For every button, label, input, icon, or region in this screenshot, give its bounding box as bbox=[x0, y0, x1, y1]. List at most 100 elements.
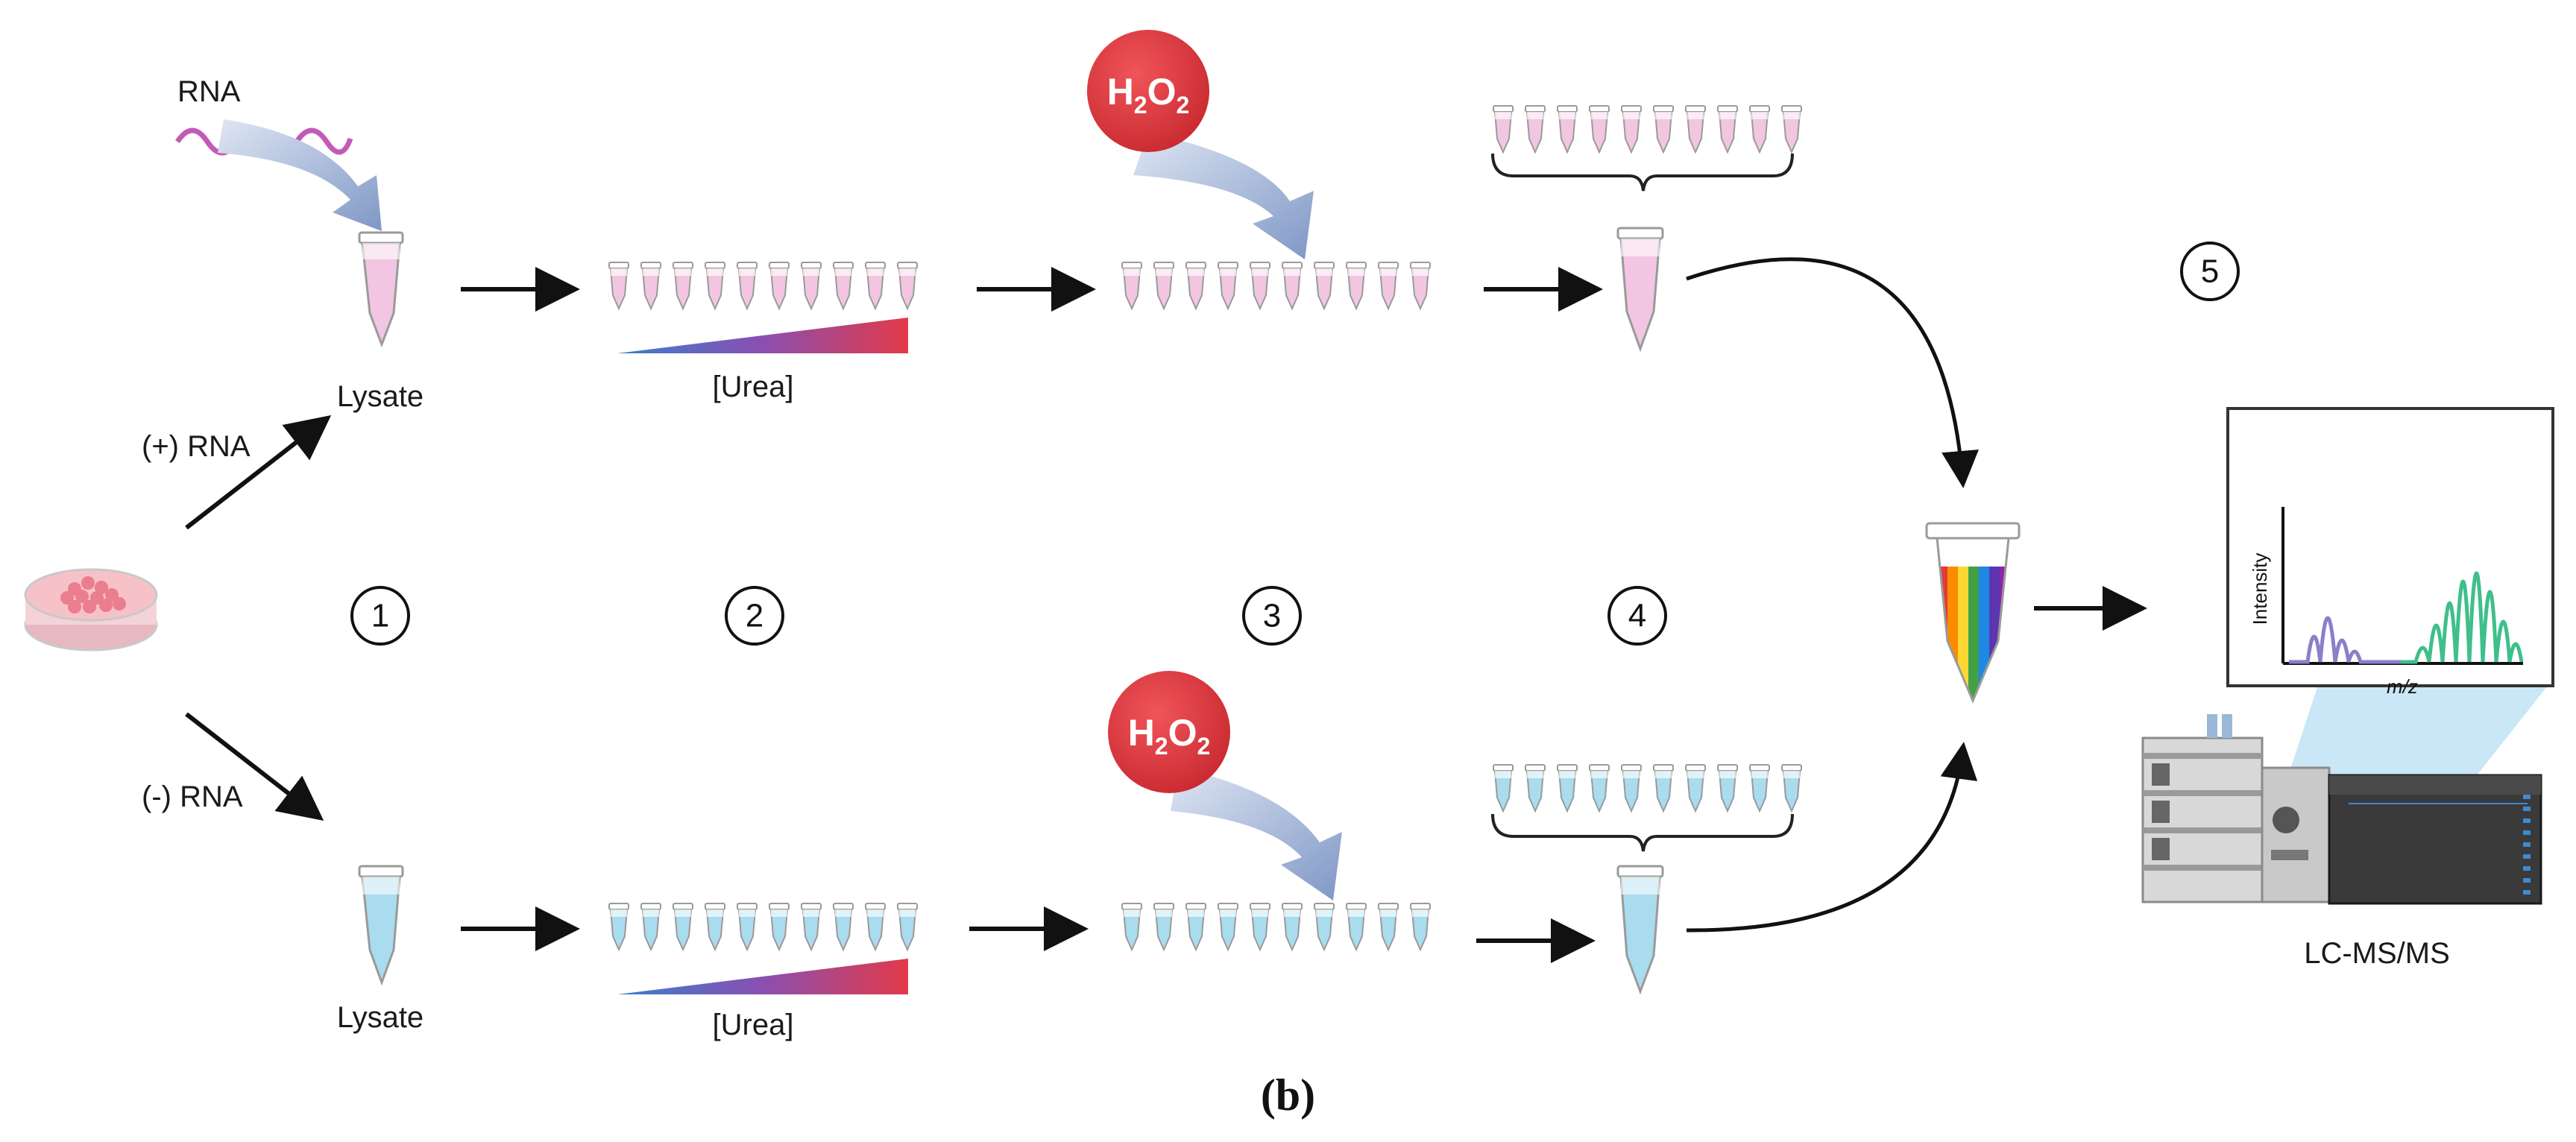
urea-tube-icon bbox=[801, 903, 822, 952]
pool-brace-top bbox=[1491, 153, 1794, 192]
cell-culture-dish-icon bbox=[24, 568, 158, 652]
pooled-source-tube-icon bbox=[1621, 764, 1642, 813]
h2o2-tube-icon bbox=[1314, 903, 1335, 952]
h2o2-tube-icon bbox=[1121, 903, 1142, 952]
pooled-tube-row-top bbox=[1493, 105, 1802, 154]
pooled-source-tube-icon bbox=[1749, 105, 1770, 154]
pooled-tube-top-icon bbox=[1616, 227, 1664, 353]
pooled-source-tube-icon bbox=[1653, 764, 1674, 813]
pooled-tube-row-bottom bbox=[1493, 764, 1802, 813]
h2o2-addition-arrow-bottom-icon bbox=[1171, 768, 1342, 900]
h2o2-tube-icon bbox=[1153, 262, 1174, 311]
urea-tube-icon bbox=[865, 903, 886, 952]
urea-tube-icon bbox=[897, 903, 918, 952]
h2o2-bottom-icon: H2O2 bbox=[1108, 671, 1230, 793]
combined-sample-tube-icon bbox=[1925, 522, 2021, 704]
svg-text:H2O2: H2O2 bbox=[1107, 71, 1190, 119]
urea-tube-icon bbox=[737, 262, 758, 311]
h2o2-tube-icon bbox=[1250, 903, 1270, 952]
urea-gradient-top-icon bbox=[617, 318, 908, 353]
urea-tube-icon bbox=[769, 903, 790, 952]
spectrum-x-label: m/z bbox=[2387, 675, 2418, 698]
pooled-source-tube-icon bbox=[1717, 105, 1738, 154]
combine-arrow-bottom bbox=[1686, 742, 1978, 933]
urea-tube-icon bbox=[640, 903, 661, 952]
mass-spectrum-panel: Intensity m/z bbox=[2226, 407, 2554, 698]
urea-tube-icon bbox=[673, 903, 693, 952]
h2o2-tube-icon bbox=[1410, 262, 1431, 311]
pooled-source-tube-icon bbox=[1493, 764, 1514, 813]
plus-rna-label: (+) RNA bbox=[142, 430, 251, 463]
rna-addition-arrow-icon bbox=[218, 119, 382, 231]
pooled-source-tube-icon bbox=[1493, 105, 1514, 154]
pooled-source-tube-icon bbox=[1781, 764, 1802, 813]
h2o2-tube-row-top bbox=[1121, 262, 1431, 311]
h2o2-tube-icon bbox=[1346, 903, 1367, 952]
svg-text:4: 4 bbox=[1628, 598, 1646, 634]
h2o2-tube-row-bottom bbox=[1121, 903, 1431, 952]
h2o2-tube-icon bbox=[1346, 262, 1367, 311]
h2o2-tube-icon bbox=[1282, 903, 1303, 952]
urea-tube-icon bbox=[865, 262, 886, 311]
urea-tube-icon bbox=[897, 262, 918, 311]
h2o2-tube-icon bbox=[1378, 903, 1399, 952]
spectrum-y-label: Intensity bbox=[2249, 553, 2271, 625]
urea-tube-icon bbox=[608, 903, 629, 952]
urea-tube-row-top bbox=[608, 262, 918, 311]
urea-bottom-label: [Urea] bbox=[713, 1009, 794, 1041]
h2o2-tube-icon bbox=[1185, 262, 1206, 311]
pooled-source-tube-icon bbox=[1781, 105, 1802, 154]
urea-tube-icon bbox=[673, 262, 693, 311]
pooled-source-tube-icon bbox=[1685, 105, 1706, 154]
lysate-tube-minus-rna-icon bbox=[358, 865, 404, 986]
h2o2-tube-icon bbox=[1121, 262, 1142, 311]
h2o2-tube-icon bbox=[1410, 903, 1431, 952]
h2o2-tube-icon bbox=[1153, 903, 1174, 952]
svg-text:3: 3 bbox=[1263, 598, 1281, 634]
pooled-source-tube-icon bbox=[1589, 764, 1610, 813]
h2o2-tube-icon bbox=[1378, 262, 1399, 311]
figure-caption: (b) bbox=[1260, 1070, 1316, 1120]
urea-tube-icon bbox=[833, 262, 854, 311]
flow-arrows bbox=[461, 267, 2147, 963]
pooled-source-tube-icon bbox=[1621, 105, 1642, 154]
green-peaks-icon bbox=[2401, 571, 2524, 664]
svg-text:5: 5 bbox=[2201, 253, 2219, 290]
step-1-marker: 1 bbox=[350, 586, 410, 646]
h2o2-tube-icon bbox=[1185, 903, 1206, 952]
combine-arrow-top bbox=[1686, 257, 1979, 488]
svg-text:1: 1 bbox=[371, 598, 389, 634]
pooled-source-tube-icon bbox=[1525, 105, 1546, 154]
urea-tube-icon bbox=[705, 262, 725, 311]
pool-brace-bottom bbox=[1491, 813, 1794, 852]
h2o2-addition-arrow-top-icon bbox=[1133, 133, 1314, 259]
lysate-bottom-label: Lysate bbox=[337, 1001, 423, 1034]
step-2-marker: 2 bbox=[725, 586, 784, 646]
urea-tube-icon bbox=[608, 262, 629, 311]
h2o2-tube-icon bbox=[1282, 262, 1303, 311]
pooled-source-tube-icon bbox=[1589, 105, 1610, 154]
arrow-to-plus-rna bbox=[185, 414, 332, 530]
urea-tube-row-bottom bbox=[608, 903, 918, 952]
lysate-top-label: Lysate bbox=[337, 380, 423, 413]
urea-tube-icon bbox=[801, 262, 822, 311]
rna-label: RNA bbox=[177, 75, 241, 108]
urea-tube-icon bbox=[737, 903, 758, 952]
urea-top-label: [Urea] bbox=[713, 370, 794, 403]
step-5-marker: 5 bbox=[2180, 242, 2240, 301]
lysate-tube-plus-rna-icon bbox=[358, 231, 404, 348]
h2o2-top-icon: H2O2 bbox=[1087, 30, 1209, 152]
minus-rna-label: (-) RNA bbox=[142, 780, 243, 813]
lcmsms-label: LC-MS/MS bbox=[2304, 937, 2450, 970]
pooled-source-tube-icon bbox=[1557, 105, 1578, 154]
step-4-marker: 4 bbox=[1607, 586, 1667, 646]
spectrum-projection bbox=[2281, 683, 2550, 796]
purple-peaks-icon bbox=[2289, 616, 2401, 664]
pooled-source-tube-icon bbox=[1653, 105, 1674, 154]
urea-gradient-bottom-icon bbox=[617, 959, 908, 994]
pooled-source-tube-icon bbox=[1557, 764, 1578, 813]
lc-ms-ms-instrument-icon bbox=[2141, 714, 2542, 905]
pooled-source-tube-icon bbox=[1685, 764, 1706, 813]
h2o2-tube-icon bbox=[1218, 903, 1238, 952]
